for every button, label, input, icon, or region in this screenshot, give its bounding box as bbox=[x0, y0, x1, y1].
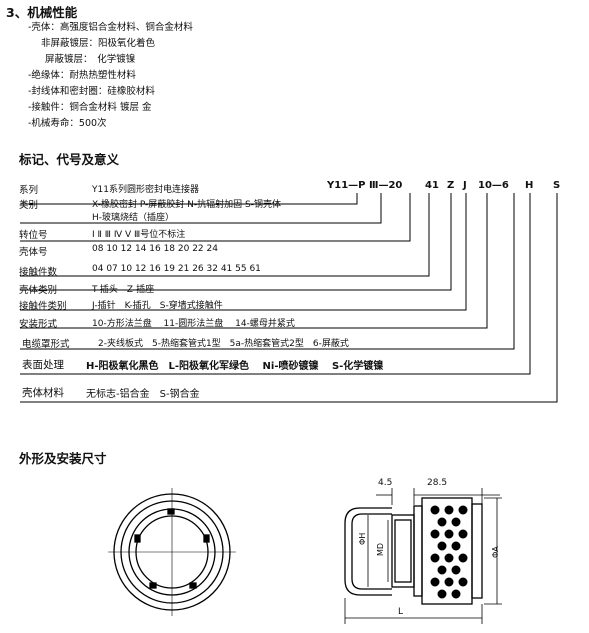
side-view-drawing bbox=[344, 497, 483, 605]
spec-line: -接触件：铜合金材料 镀层 金 bbox=[28, 102, 152, 113]
row-label: 类别 bbox=[19, 200, 39, 211]
spec-line: -机械寿命：500次 bbox=[28, 118, 107, 129]
row-label: 接触件类别 bbox=[19, 301, 67, 312]
row-label: 接触件数 bbox=[19, 267, 58, 278]
spec-line: -壳体：高强度铝合金材料、铜合金材料 bbox=[28, 22, 193, 33]
code-part: H bbox=[525, 180, 534, 191]
row-label: 转位号 bbox=[19, 230, 48, 241]
spec-line: -绝缘体：耐热热塑性材料 bbox=[28, 70, 136, 81]
row-label: 壳体材料 bbox=[22, 387, 64, 399]
row-label: 壳体号 bbox=[19, 247, 48, 258]
row-value: 10-方形法兰盘 11-圆形法兰盘 14-螺母并紧式 bbox=[92, 319, 295, 329]
dimension-label: L bbox=[398, 607, 404, 617]
spec-line: 屏蔽镀层： 化学镀镍 bbox=[45, 54, 136, 65]
dimension-label: 4.5 bbox=[378, 478, 393, 488]
marking-heading: 标记、代号及意义 bbox=[19, 152, 120, 167]
spec-line: -封线体和密封圈：硅橡胶材料 bbox=[28, 86, 155, 97]
row-value: Y11系列圆形密封电连接器 bbox=[92, 185, 199, 195]
dimension-lines bbox=[344, 488, 502, 624]
dimension-label: ΦH bbox=[358, 532, 367, 545]
code-part: S bbox=[553, 180, 561, 191]
code-part: J bbox=[463, 180, 467, 191]
dimension-label: MD bbox=[376, 542, 385, 556]
spec-line: 非屏蔽镀层：阳极氧化着色 bbox=[41, 38, 156, 49]
row-value: H-阳极氧化黑色 L-阳极氧化军绿色 Ni-喷砂镀镍 S-化学镀镍 bbox=[86, 361, 384, 372]
dimension-label: ΦA bbox=[491, 546, 500, 558]
knurl-pattern bbox=[430, 505, 468, 599]
row-value: 无标志-铝合金 S-钢合金 bbox=[86, 389, 200, 400]
dimensions-heading: 外形及安装尺寸 bbox=[19, 451, 107, 466]
row-value: Ⅰ Ⅱ Ⅲ Ⅳ Ⅴ Ⅲ号位不标注 bbox=[92, 230, 186, 240]
row-label: 安装形式 bbox=[19, 319, 58, 330]
leader-lines bbox=[20, 193, 558, 403]
code-part: 10—6 bbox=[478, 180, 509, 191]
code-part: Z bbox=[447, 180, 455, 191]
dimension-label: 28.5 bbox=[427, 478, 448, 488]
front-view-drawing bbox=[108, 488, 236, 616]
row-value: J-插针 K-插孔 S-穿墙式接触件 bbox=[92, 301, 223, 311]
row-label: 系列 bbox=[19, 185, 39, 196]
performance-heading: 3、机械性能 bbox=[6, 5, 78, 20]
row-label: 表面处理 bbox=[22, 359, 64, 371]
code-part: Y11—P bbox=[327, 180, 366, 191]
code-part: Ⅲ—20 bbox=[369, 180, 403, 191]
row-value: H-玻璃烧结（插座） bbox=[92, 213, 175, 223]
code-part: 41 bbox=[425, 180, 439, 191]
row-value: 08 10 12 14 16 18 20 22 24 bbox=[92, 244, 218, 254]
row-label: 电缆罩形式 bbox=[22, 339, 70, 350]
row-value: 2-夹线板式 5-热缩套管式1型 5a-热缩套管式2型 6-屏蔽式 bbox=[98, 339, 349, 349]
row-value: 04 07 10 12 16 19 21 26 32 41 55 61 bbox=[92, 264, 261, 274]
row-value: X-橡胶密封 P-屏蔽胶封 N-抗辐射加固 S-钢壳体 bbox=[92, 200, 281, 210]
